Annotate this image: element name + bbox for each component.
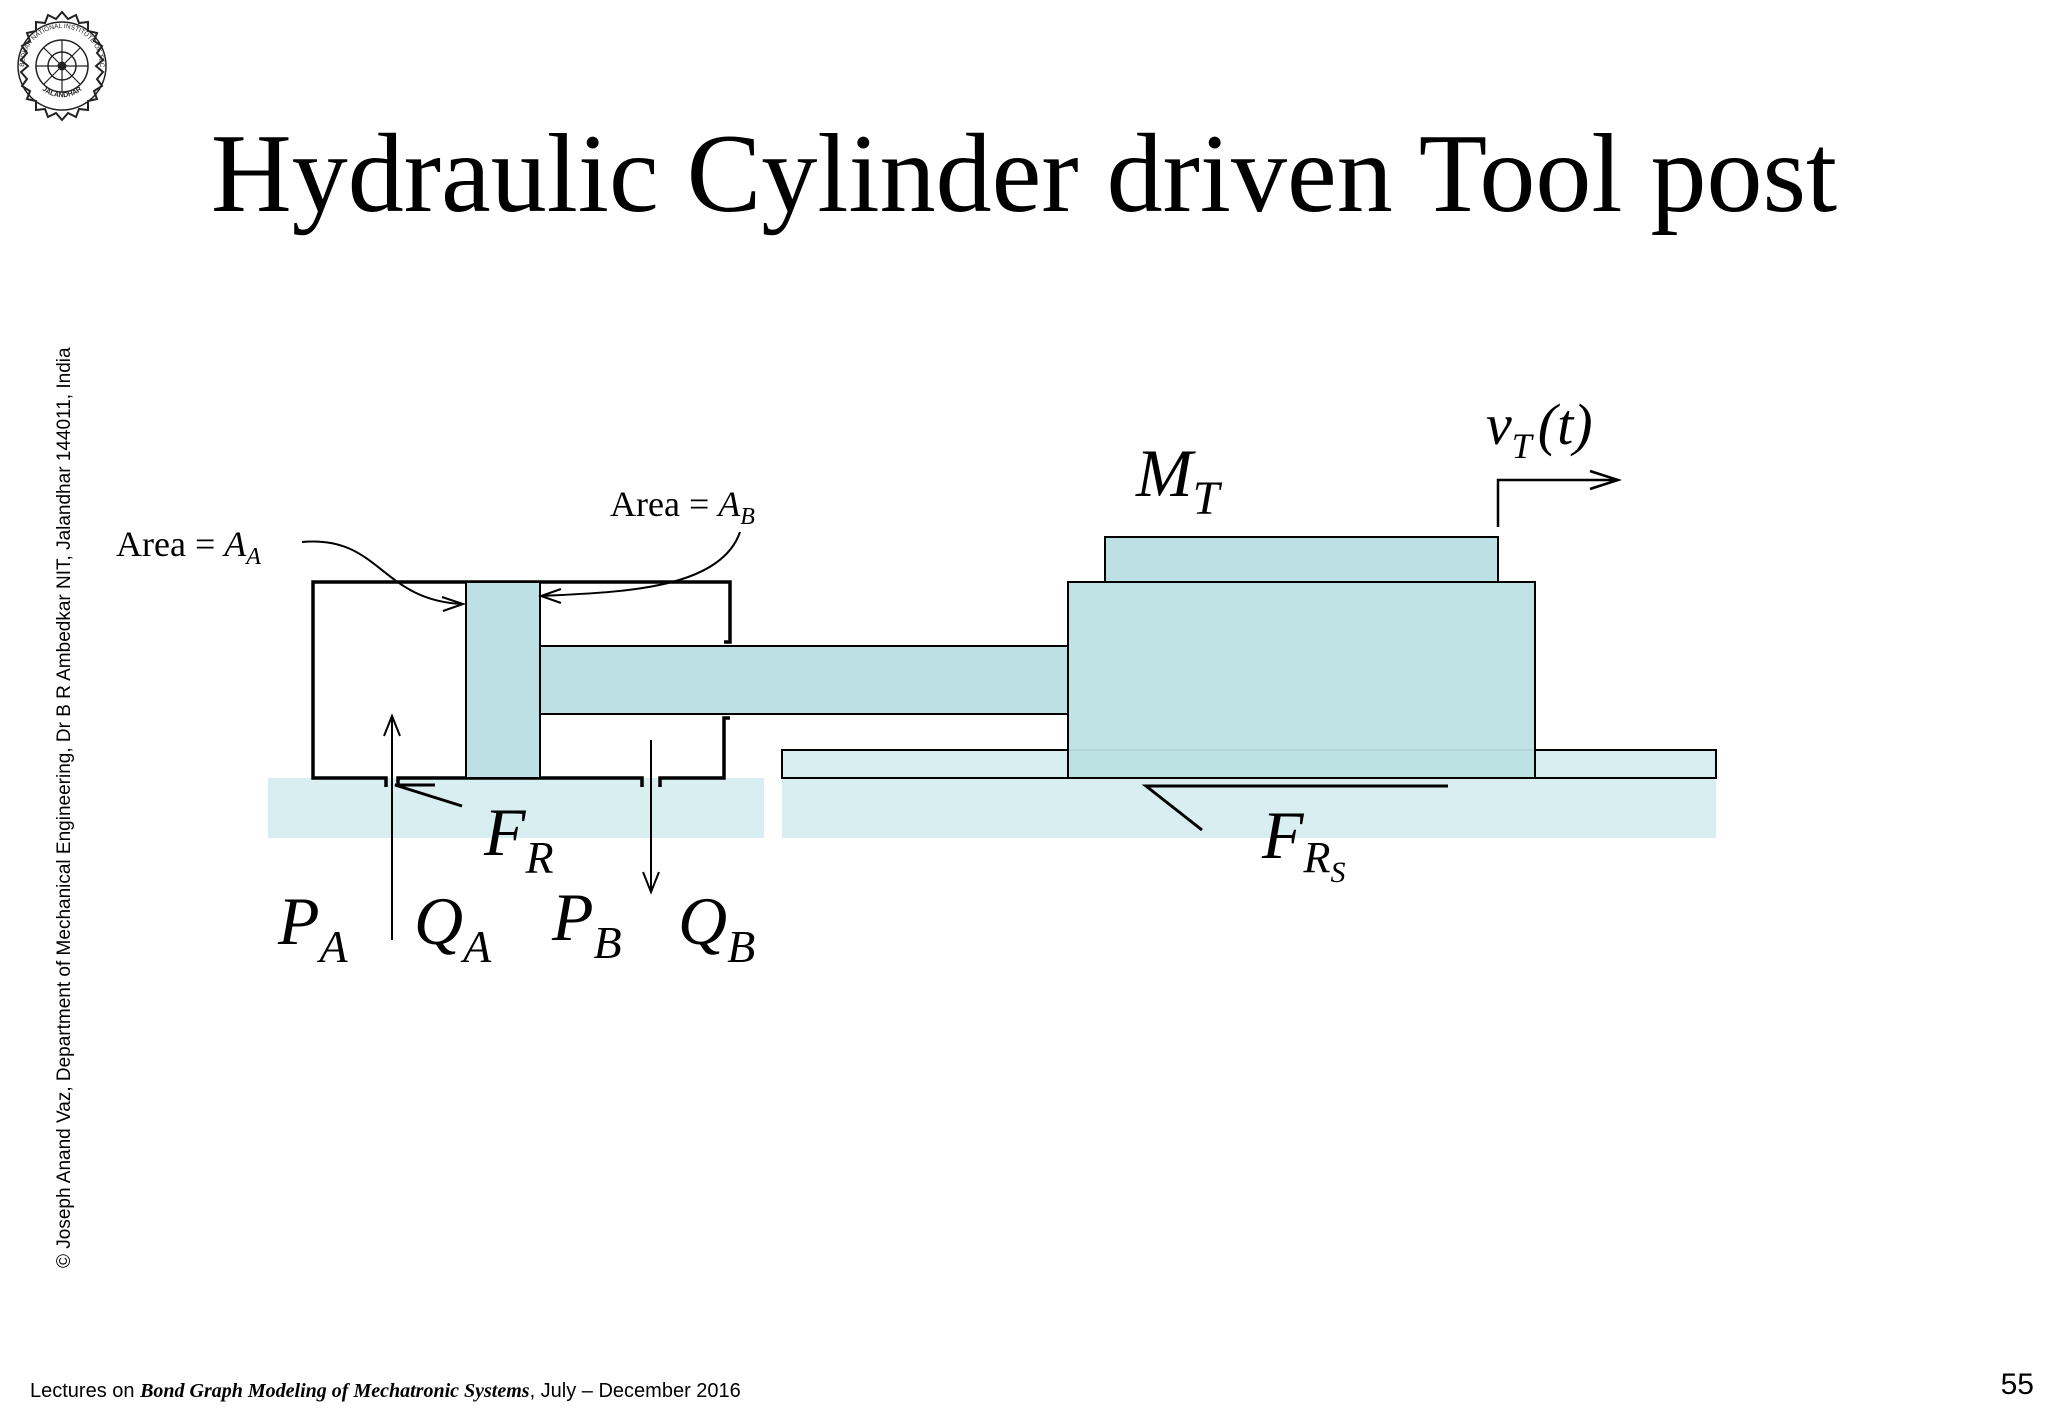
friction-cylinder-subscript: R: [525, 832, 554, 883]
inlet-arrow-a: [383, 713, 401, 940]
velocity-argument: (t): [1538, 392, 1593, 457]
velocity-subscript: T: [1512, 426, 1535, 466]
footer-prefix: Lectures on: [30, 1380, 141, 1402]
pressure-b-subscript: B: [594, 917, 622, 968]
tool-post-top: [1104, 536, 1499, 583]
piston: [465, 581, 541, 779]
page-number: 55: [2000, 1368, 2034, 1401]
area-a-prefix: Area =: [116, 524, 224, 564]
mass-subscript: T: [1193, 472, 1223, 525]
velocity-symbol: v: [1486, 392, 1512, 457]
pressure-a-subscript: A: [317, 921, 349, 972]
flow-b-subscript: B: [727, 921, 755, 972]
flow-b-label: QB: [678, 883, 755, 972]
slide-ground: [782, 778, 1716, 838]
mass-symbol: M: [1135, 435, 1196, 511]
friction-slide-subscript: R: [1303, 833, 1331, 882]
friction-slide-symbol: F: [1261, 797, 1305, 873]
area-b-subscript: B: [740, 504, 755, 530]
friction-symbol-cylinder: [394, 783, 463, 808]
flow-a-label: QA: [414, 883, 492, 972]
friction-symbol-slide: [1141, 784, 1448, 832]
area-a-subscript: A: [244, 544, 261, 570]
mass-label: MT: [1135, 435, 1223, 525]
footer-suffix: , July – December 2016: [529, 1380, 741, 1402]
outlet-arrow-b: [642, 740, 660, 895]
footer-course-title: Bond Graph Modeling of Mechatronic Syste…: [140, 1380, 530, 1402]
area-b-symbol: A: [716, 484, 741, 524]
institute-seal-icon: DR B R AMBEDKAR NATIONAL INSTITUTE OF TE…: [6, 10, 107, 122]
flow-a-symbol: Q: [414, 883, 463, 959]
tool-post-base: [1067, 581, 1536, 779]
cylinder-ground: [268, 778, 764, 838]
area-b-prefix: Area =: [610, 484, 718, 524]
area-a-leader: [301, 540, 467, 612]
friction-slide-subsubscript: S: [1330, 856, 1345, 889]
pressure-a-label: PA: [277, 883, 349, 972]
piston-rod: [539, 645, 1069, 715]
pressure-a-symbol: P: [277, 883, 320, 959]
friction-slide-label: FRS: [1261, 797, 1345, 889]
footer-course-text: Lectures on Bond Graph Modeling of Mecha…: [30, 1380, 741, 1403]
area-a-label: Area = AA: [116, 524, 261, 570]
velocity-arrow: [1496, 469, 1623, 527]
pressure-b-label: PB: [551, 879, 622, 968]
flow-a-subscript: A: [460, 921, 492, 972]
page-title: Hydraulic Cylinder driven Tool post: [210, 112, 1838, 236]
area-b-label: Area = AB: [610, 484, 755, 530]
pressure-b-symbol: P: [551, 879, 594, 955]
cylinder-wall: [311, 580, 732, 787]
flow-b-symbol: Q: [678, 883, 727, 959]
area-b-leader: [537, 531, 741, 604]
friction-cylinder-symbol: F: [483, 794, 527, 870]
velocity-label: vT(t): [1486, 392, 1593, 466]
cylinder-wall-bottom-right: [658, 716, 730, 787]
area-a-symbol: A: [222, 524, 247, 564]
friction-cylinder-label: FR: [483, 794, 554, 883]
